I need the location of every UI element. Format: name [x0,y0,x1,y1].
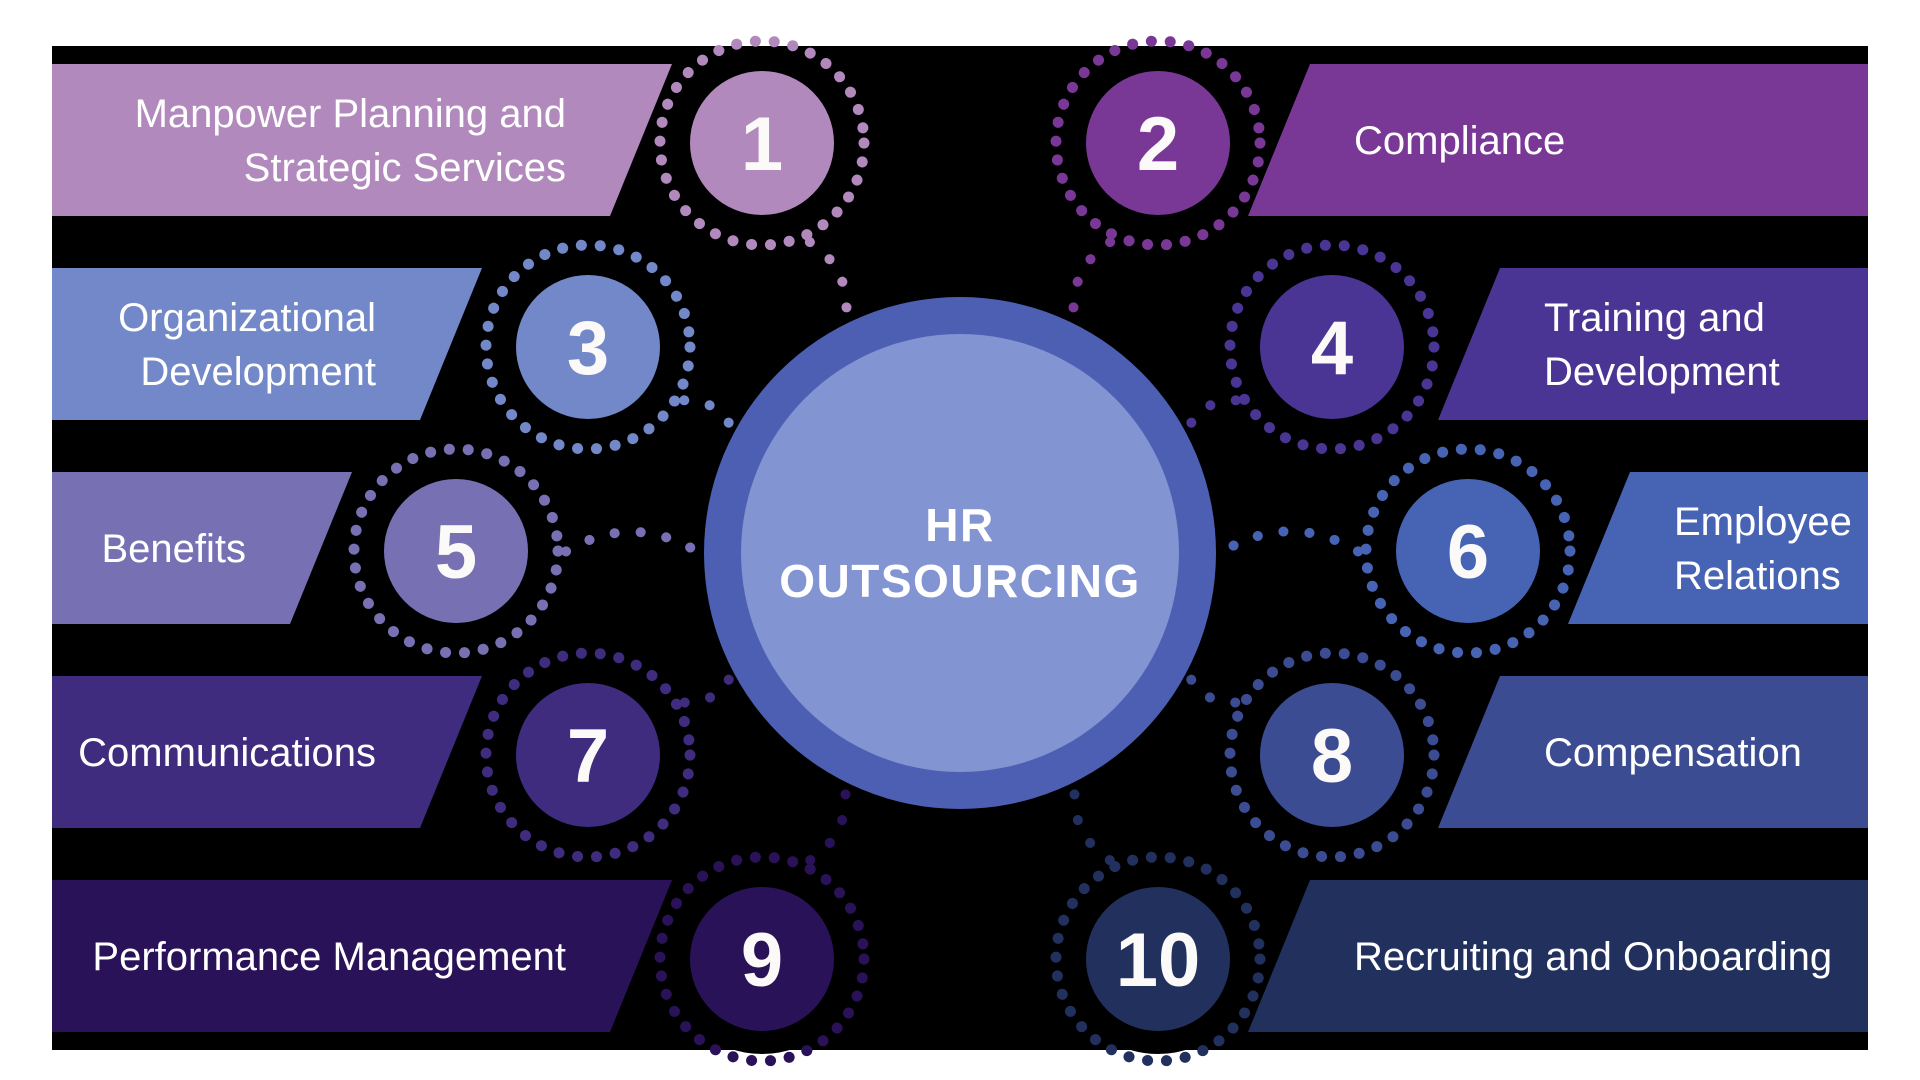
badge-number-3: 3 [567,306,609,391]
badge-dotted-ring-3 [480,239,696,455]
badge-fill-6 [1396,479,1540,623]
number-badge-6[interactable]: 6 [1360,443,1576,659]
category-bar-1[interactable] [52,64,672,216]
category-label-1: Manpower Planning and [135,92,566,136]
badge-dotted-ring-9 [654,851,870,1067]
connector-line-1 [804,237,852,323]
category-label-2: Compliance [1354,119,1565,163]
badge-fill-4 [1260,275,1404,419]
badge-dotted-ring-10 [1050,851,1266,1067]
number-badge-8[interactable]: 8 [1224,647,1440,863]
badge-dotted-ring-2 [1050,35,1266,251]
badge-number-10: 10 [1116,918,1201,1003]
badge-number-2: 2 [1137,102,1179,187]
badge-black-gap-9 [667,864,857,1054]
badge-black-gap-7 [493,660,683,850]
center-inner-circle [741,334,1179,772]
badge-black-gap-6 [1373,456,1563,646]
category-label-8: Compensation [1544,731,1802,775]
badge-number-1: 1 [741,102,783,187]
category-label-4: Development [1544,350,1780,394]
center-hub: HR OUTSOURCING [704,297,1216,809]
badge-dotted-ring-4 [1224,239,1440,455]
badge-fill-9 [690,887,834,1031]
badge-number-4: 4 [1311,306,1353,391]
badge-fill-1 [690,71,834,215]
number-badge-3[interactable]: 3 [480,239,696,455]
category-label-9: Performance Management [92,935,566,979]
category-bar-4[interactable] [1438,268,1868,420]
badge-dotted-ring-7 [480,647,696,863]
category-label-3: Organizational [118,296,376,340]
center-title-line2: OUTSOURCING [779,555,1141,607]
category-label-1: Strategic Services [244,146,566,190]
connector-line-4 [1184,395,1241,432]
category-bar-6[interactable] [1568,472,1868,624]
category-label-6: Relations [1674,554,1841,598]
number-badge-7[interactable]: 7 [480,647,696,863]
badge-number-8: 8 [1311,714,1353,799]
connector-line-6 [1217,526,1363,557]
badge-black-gap-8 [1237,660,1427,850]
number-badge-4[interactable]: 4 [1224,239,1440,455]
badge-black-gap-3 [493,252,683,442]
connector-line-3 [679,395,736,432]
category-bar-8[interactable] [1438,676,1868,828]
category-bar-7[interactable] [52,676,482,828]
badge-fill-2 [1086,71,1230,215]
connector-line-2 [1068,237,1116,323]
category-bar-9[interactable] [52,880,672,1032]
badge-dotted-ring-8 [1224,647,1440,863]
category-label-7: Communications [78,731,376,775]
connector-line-10 [1069,783,1115,866]
number-badge-2[interactable]: 2 [1050,35,1266,251]
category-bar-10[interactable] [1248,880,1868,1032]
badge-black-gap-10 [1063,864,1253,1054]
badge-dotted-ring-6 [1360,443,1576,659]
badge-black-gap-4 [1237,252,1427,442]
badge-number-6: 6 [1447,510,1489,595]
circles-layer: 1 2 3 4 5 6 7 8 9 10 [348,35,1576,1067]
badge-fill-8 [1260,683,1404,827]
number-badge-5[interactable]: 5 [348,443,564,659]
badge-number-9: 9 [741,918,783,1003]
badge-black-gap-2 [1063,48,1253,238]
category-label-6: Employee [1674,500,1852,544]
badge-fill-10 [1086,887,1230,1031]
connector-line-9 [805,783,851,866]
badge-black-gap-5 [361,456,551,646]
badge-fill-3 [516,275,660,419]
category-bar-2[interactable] [1248,64,1868,216]
badge-number-5: 5 [435,510,477,595]
badge-fill-5 [384,479,528,623]
center-title-line1: HR [925,499,994,551]
badge-dotted-ring-5 [348,443,564,659]
badge-number-7: 7 [567,714,609,799]
connector-line-7 [679,673,735,708]
connector-line-8 [1185,673,1241,708]
badge-black-gap-1 [667,48,857,238]
category-bar-3[interactable] [52,268,482,420]
connectors-layer [560,237,1363,866]
category-label-3: Development [140,350,376,394]
category-label-5: Benefits [101,527,246,571]
number-badge-9[interactable]: 9 [654,851,870,1067]
badge-fill-7 [516,683,660,827]
category-label-4: Training and [1544,296,1765,340]
badge-dotted-ring-1 [654,35,870,251]
number-badge-10[interactable]: 10 [1050,851,1266,1067]
number-badge-1[interactable]: 1 [654,35,870,251]
category-bar-5[interactable] [52,472,352,624]
category-label-10: Recruiting and Onboarding [1354,935,1832,979]
